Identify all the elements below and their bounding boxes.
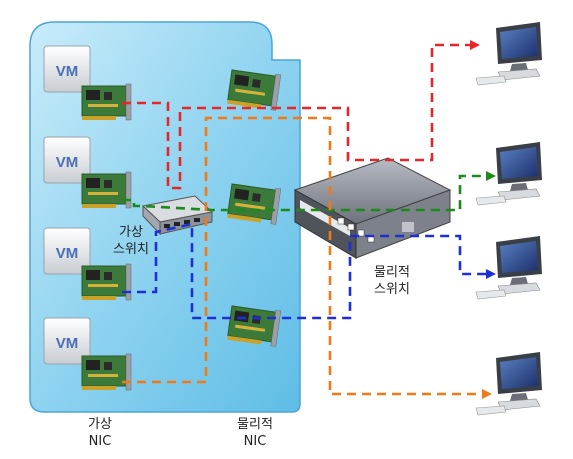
physical-nic-label-line1: 물리적 <box>237 417 273 432</box>
vm-label: VM <box>56 154 79 171</box>
connection-red <box>122 43 470 190</box>
virtual-nic-label-line1: 가상 <box>88 417 112 432</box>
monitor-icon <box>475 141 543 206</box>
vm-box-2: VM <box>43 136 91 184</box>
physical-switch-icon <box>293 157 452 259</box>
physical-switch-label-line1: 물리적 <box>374 265 410 280</box>
physical-nic-label: 물리적 NIC <box>220 416 290 450</box>
arrowhead-blue <box>486 269 496 279</box>
vm-label: VM <box>56 63 79 80</box>
connection-blue <box>122 222 486 320</box>
physical-nic-label-line2: NIC <box>243 434 267 449</box>
monitor-icon <box>475 351 543 416</box>
vm-label: VM <box>56 245 79 262</box>
vm-label: VM <box>56 335 79 352</box>
arrowhead-green <box>486 171 496 181</box>
vm-box-4: VM <box>43 317 91 365</box>
virtual-switch-label-line2: 스위치 <box>113 242 149 257</box>
virtual-nic-card-2 <box>81 171 132 209</box>
vm-box-1: VM <box>43 45 91 93</box>
virtual-nic-card-3 <box>81 263 132 301</box>
virtual-nic-label: 가상 NIC <box>70 416 130 450</box>
arrowhead-orange <box>482 389 492 399</box>
physical-switch-label-line2: 스위치 <box>374 282 410 297</box>
connection-orange <box>122 116 482 396</box>
virtual-nic-card-4 <box>81 353 132 391</box>
arrowhead-red <box>470 40 480 50</box>
monitor-icon <box>475 235 543 300</box>
connection-green <box>122 174 486 212</box>
physical-switch-label: 물리적 스위치 <box>362 264 422 298</box>
monitor-icon <box>475 21 543 86</box>
vm-box-3: VM <box>43 227 91 275</box>
virtual-nic-label-line2: NIC <box>88 434 112 449</box>
virtual-switch-label-line1: 가상 <box>119 225 143 240</box>
virtual-switch-label: 가상 스위치 <box>106 224 156 258</box>
